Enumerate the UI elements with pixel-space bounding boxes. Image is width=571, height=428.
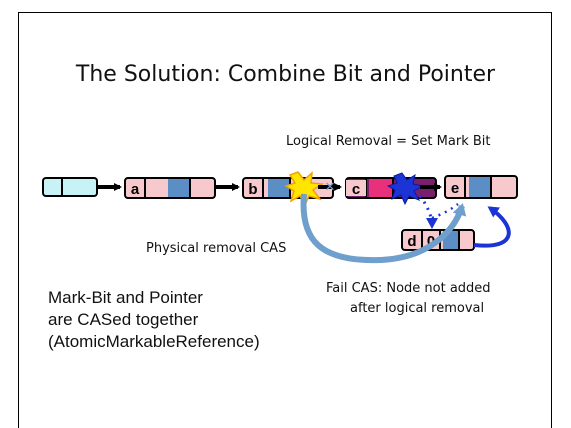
physical-removal-cas-arrow xyxy=(300,193,467,264)
explosion-b-icon xyxy=(284,171,325,207)
slide-frame xyxy=(18,12,552,428)
body-text-line1: Mark-Bit and Pointer xyxy=(48,288,203,307)
body-text-line2: are CASed together xyxy=(48,310,199,329)
node-e-key: e xyxy=(451,180,459,197)
body-text-line3: (AtomicMarkableReference) xyxy=(48,332,260,351)
node-a-key: a xyxy=(131,181,140,198)
explosion-c-icon xyxy=(386,172,425,206)
node-a: a xyxy=(124,177,216,199)
node-e: e xyxy=(444,175,518,199)
fail-cas-label-line2: after logical removal xyxy=(350,301,485,316)
cut-link-icon: ✕ xyxy=(325,179,336,194)
node-d-key: d xyxy=(407,233,416,250)
fail-cas-label-line1: Fail CAS: Node not added xyxy=(326,281,491,296)
node-d-mark-bit: 0 xyxy=(427,233,435,250)
node-c-key: c xyxy=(352,181,360,198)
fail-cas-arrow xyxy=(473,206,511,248)
node-b-key: b xyxy=(248,181,257,198)
slide-title: The Solution: Combine Bit and Pointer xyxy=(75,62,496,87)
physical-removal-label: Physical removal CAS xyxy=(146,241,287,256)
dotted-arrow-d-to-e xyxy=(431,203,459,220)
dotted-arrow-c-to-d xyxy=(418,195,438,229)
head-node xyxy=(42,177,98,197)
logical-removal-label: Logical Removal = Set Mark Bit xyxy=(286,134,491,149)
